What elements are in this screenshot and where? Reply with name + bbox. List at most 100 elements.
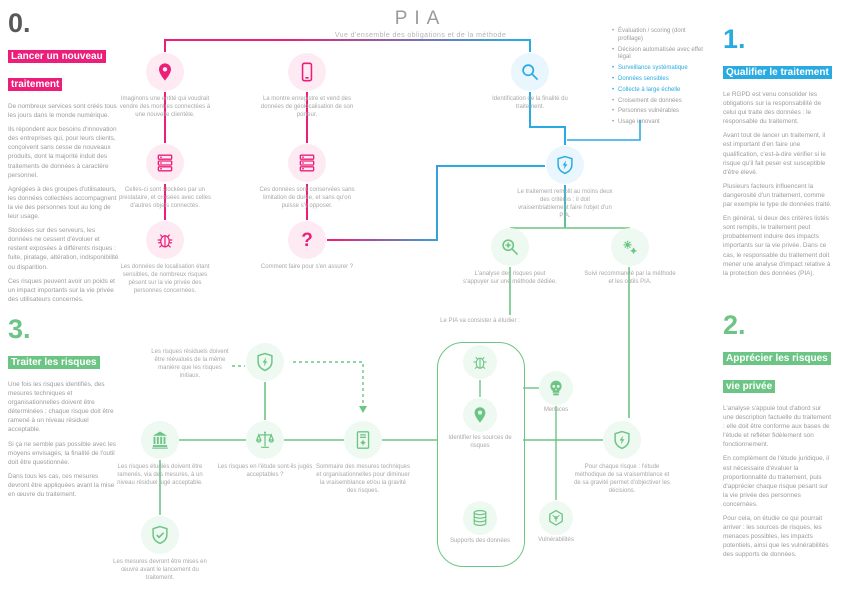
- step-caption: Ces données sont conservées sans limitat…: [259, 187, 355, 210]
- server-icon: [288, 144, 326, 182]
- bank-icon: [141, 421, 179, 459]
- shield-check-icon: [141, 516, 179, 554]
- section-number: 2.: [723, 310, 746, 340]
- paragraph: En général, si deux des critères listés …: [723, 215, 831, 277]
- step-apply-measures: Les mesures devront être mises en œuvre …: [112, 516, 208, 582]
- threats-skull: [508, 371, 604, 405]
- paragraph: Pour cela, on étudie ce qui pourrait arr…: [723, 515, 829, 559]
- pia-criteria-list: Évaluation / scoring (dont profilage) Dé…: [612, 28, 708, 130]
- section-0-lancer-traitement: 0. Lancer un nouveau traitement De nombr…: [8, 10, 120, 309]
- gears-icon: [611, 228, 649, 266]
- supports-label: Supports des données: [449, 538, 511, 544]
- step-residual-shield: [217, 343, 313, 381]
- step-caption: Le traitement remplit au moins deux des …: [517, 189, 613, 220]
- risk-sources-bug: [432, 345, 528, 379]
- section-heading: Lancer un nouveau traitement: [8, 50, 106, 91]
- paragraph: Avant tout de lancer un traitement, il e…: [723, 132, 826, 176]
- step-caption: La montre enregistre et vend des données…: [260, 96, 354, 119]
- step-caption: Les risques étudiés doivent être ramenés…: [117, 464, 203, 487]
- criteria-item: Surveillance systématique: [612, 65, 708, 73]
- page-title: PIA: [394, 8, 447, 29]
- server-icon: [146, 144, 184, 182]
- shield-bolt-icon: [246, 343, 284, 381]
- criteria-item: Collecte à large échelle: [612, 87, 708, 95]
- section-number: 3.: [8, 314, 31, 344]
- step-acceptability: Les risques en l'étude sont-ils jugés ac…: [217, 421, 313, 479]
- paragraph: Stockées sur des serveurs, les données n…: [8, 227, 119, 271]
- vulnerabilities-hexagon: [508, 501, 604, 535]
- step-finality: Identification de la finalité du traitem…: [482, 53, 578, 111]
- step-acceptable-level: Les risques étudiés doivent être ramenés…: [112, 421, 208, 487]
- map-pin-icon: [463, 398, 497, 432]
- step-caption: Les données de localisation étant sensib…: [120, 264, 210, 295]
- step-watch-data: La montre enregistre et vend des données…: [259, 53, 355, 119]
- step-caption: Les risques en l'étude sont-ils jugés ac…: [217, 464, 313, 479]
- step-new-product: Imaginons une entité qui voudrait vendre…: [117, 53, 213, 119]
- step-caption: Celles-ci sont stockées par un prestatai…: [118, 187, 212, 210]
- step-method-tools: Suivi recommandé par la méthode et les o…: [582, 228, 678, 286]
- step-risks: Les données de localisation étant sensib…: [117, 221, 213, 295]
- header: PIA Vue d'ensemble des obligations et de…: [0, 8, 841, 39]
- section-1-qualifier-traitement: 1. Qualifier le traitement Le RGPD est v…: [723, 26, 833, 283]
- shield-bolt-icon: [603, 421, 641, 459]
- section-heading: Traiter les risques: [8, 356, 100, 369]
- map-pin-icon: [146, 53, 184, 91]
- paragraph: Le RGPD est venu consolider les obligati…: [723, 91, 822, 126]
- paragraph: De nombreux services sont créés tous les…: [8, 103, 117, 120]
- section-3-traiter-risques: 3. Traiter les risques Une fois les risq…: [8, 316, 120, 504]
- threats-label: Menaces: [543, 407, 569, 413]
- criteria-item: Croisement de données: [612, 98, 708, 106]
- step-caption: Comment faire pour s'en assurer ?: [260, 264, 354, 270]
- vulnerabilities-label: Vulnérabilités: [538, 537, 574, 543]
- paragraph: Ces risques peuvent avoir un poids et un…: [8, 277, 115, 303]
- bug-icon: [146, 221, 184, 259]
- step-risk-evaluation: Pour chaque risque : l'étude méthodique …: [574, 421, 670, 495]
- pia-study-label: Le PIA va consister à étudier :: [440, 318, 520, 324]
- criteria-item: Données sensibles: [612, 76, 708, 84]
- step-pia-required: Le traitement remplit au moins deux des …: [517, 146, 613, 220]
- step-retention: Ces données sont conservées sans limitat…: [259, 144, 355, 210]
- step-caption: Imaginons une entité qui voudrait vendre…: [119, 96, 211, 119]
- step-question: ? Comment faire pour s'en assurer ?: [259, 221, 355, 271]
- magnifier-icon: [511, 53, 549, 91]
- criteria-item: Décision automatisée avec effet légal: [612, 47, 708, 63]
- step-caption: Les mesures devront être mises en œuvre …: [113, 559, 207, 582]
- shield-bolt-icon: [546, 146, 584, 184]
- paragraph: Plusieurs facteurs influencent la danger…: [723, 182, 832, 209]
- paragraph: Si ça ne semble pas possible avec les mo…: [8, 440, 116, 466]
- database-icon: [463, 501, 497, 535]
- paragraph: Agrégées à des groupes d'utilisateurs, l…: [8, 185, 117, 221]
- step-caption: Pour chaque risque : l'étude méthodique …: [574, 464, 670, 495]
- criteria-item: Usage innovant: [612, 119, 708, 127]
- step-risk-method: L'analyse des risques peut s'appuyer sur…: [462, 228, 558, 286]
- section-2-apprecier-risques: 2. Apprécier les risques vie privée L'an…: [723, 312, 833, 565]
- paragraph: Une fois les risques identifiés, des mes…: [8, 381, 114, 434]
- risk-model-box: [437, 342, 525, 567]
- identify-pin: [432, 398, 528, 432]
- section-number: 0.: [8, 8, 31, 38]
- scales-icon: [246, 421, 284, 459]
- step-caption: Identification de la finalité du traitem…: [492, 96, 568, 111]
- question-mark-icon: ?: [288, 221, 326, 259]
- criteria-item: Évaluation / scoring (dont profilage): [612, 28, 708, 44]
- data-supports-db: [432, 501, 528, 535]
- paragraph: Dans tous les cas, ces mesures devront ê…: [8, 472, 115, 499]
- step-measures: Sommaire des mesures techniques et organ…: [315, 421, 411, 495]
- paragraph: Ils répondent aux besoins d'innovation d…: [8, 126, 117, 179]
- document-gear-icon: [344, 421, 382, 459]
- smartphone-icon: [288, 53, 326, 91]
- step-storage: Celles-ci sont stockées par un prestatai…: [117, 144, 213, 210]
- identify-sources-label: Identifier les sources de risques: [448, 435, 512, 449]
- criteria-item: Personnes vulnérables: [612, 108, 708, 116]
- paragraph: En complément de l'étude juridique, il e…: [723, 455, 830, 508]
- step-caption: Sommaire des mesures techniques et organ…: [315, 464, 411, 495]
- step-caption: Suivi recommandé par la méthode et les o…: [584, 271, 676, 286]
- section-heading: Qualifier le traitement: [723, 66, 832, 79]
- step-caption: L'analyse des risques peut s'appuyer sur…: [463, 271, 557, 286]
- page-subtitle: Vue d'ensemble des obligations et de la …: [334, 32, 507, 39]
- magnifier-gear-icon: [491, 228, 529, 266]
- residual-risk-note: Les risques résiduels doivent être rééva…: [151, 349, 229, 380]
- section-heading: Apprécier les risques vie privée: [723, 352, 831, 393]
